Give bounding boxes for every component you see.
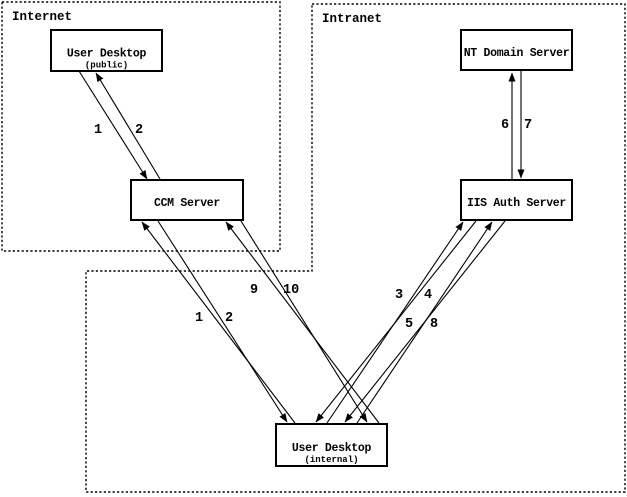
- edge-step-label-5: 10: [283, 283, 299, 298]
- node-user-desktop-public: User Desktop(public): [50, 29, 163, 72]
- edge-step-8-iis-auth-server-to-user-desktop-internal-line: [344, 220, 506, 423]
- user-desktop-public-sublabel: (public): [85, 61, 128, 71]
- nt-domain-server-label: NT Domain Server: [464, 47, 570, 60]
- zone-intranet-label: Intranet: [322, 12, 382, 26]
- nt-domain-server-box: [460, 29, 573, 71]
- edge-step-9-user-desktop-internal-to-ccm-server-line: [225, 221, 380, 424]
- ccm-server-label: CCM Server: [154, 197, 220, 210]
- user-desktop-public-box: [50, 29, 163, 72]
- user-desktop-internal-box: [275, 423, 388, 467]
- edge-step-2-ccm-server-to-user-desktop-internal-line: [157, 220, 288, 423]
- edge-step-label-11: 7: [524, 118, 532, 133]
- user-desktop-public-label: User Desktop: [67, 48, 147, 61]
- edge-step-label-3: 2: [225, 311, 233, 326]
- edge-step-label-4: 9: [250, 283, 258, 298]
- user-desktop-internal-label: User Desktop: [292, 442, 372, 455]
- node-iis-auth-server: IIS Auth Server: [460, 179, 573, 221]
- edge-step-10-ccm-server-to-user-desktop-internal-line: [240, 220, 368, 423]
- edge-step-label-9: 8: [430, 317, 438, 332]
- edge-step-label-7: 4: [424, 288, 432, 303]
- edge-step-1-user-desktop-public-to-ccm-server-line: [78, 70, 148, 180]
- edge-step-label-1: 2: [135, 123, 143, 138]
- node-nt-domain-server: NT Domain Server: [460, 29, 573, 71]
- edge-step-1-user-desktop-internal-to-ccm-server-line: [141, 221, 296, 424]
- user-desktop-internal-sublabel: (internal): [304, 455, 358, 465]
- edge-step-label-0: 1: [94, 123, 102, 138]
- edge-step-label-10: 6: [501, 118, 509, 133]
- edge-step-4-iis-auth-server-to-user-desktop-internal-line: [315, 220, 477, 423]
- edge-step-label-2: 1: [195, 311, 203, 326]
- iis-auth-server-box: [460, 179, 573, 221]
- zone-internet-label: Internet: [12, 10, 72, 24]
- node-ccm-server: CCM Server: [130, 179, 244, 221]
- ccm-server-box: [130, 179, 244, 221]
- zone-internet-boundary: [1, 1, 281, 252]
- edge-step-label-6: 3: [395, 288, 403, 303]
- node-user-desktop-internal: User Desktop(internal): [275, 423, 388, 467]
- iis-auth-server-label: IIS Auth Server: [467, 197, 566, 210]
- edge-step-label-8: 5: [405, 317, 413, 332]
- edge-step-2-ccm-server-to-user-desktop-public-line: [95, 72, 161, 180]
- zone-intranet-boundary: [85, 3, 626, 493]
